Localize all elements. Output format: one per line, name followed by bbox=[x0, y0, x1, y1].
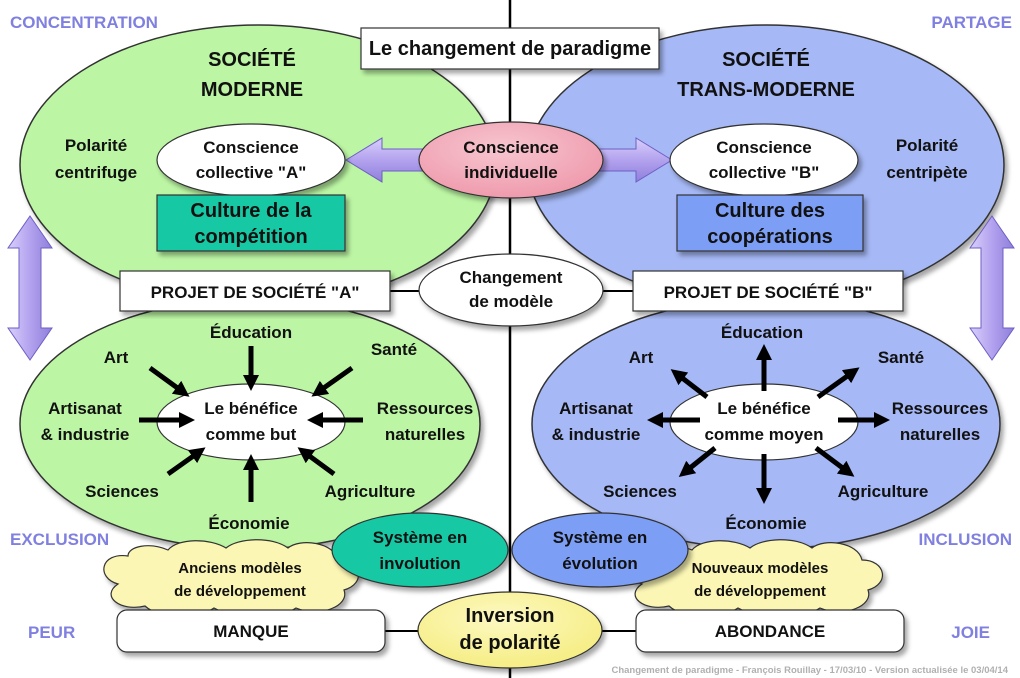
individual-conscience-line1: Conscience bbox=[463, 138, 558, 157]
project-b-label: PROJET DE SOCIÉTÉ "B" bbox=[664, 283, 873, 302]
corner-peur: PEUR bbox=[28, 623, 75, 642]
project-b-box bbox=[632, 270, 904, 312]
old-models-cloud bbox=[103, 539, 360, 617]
right-domain-economie: Économie bbox=[725, 514, 806, 533]
involution-system-ellipse bbox=[331, 512, 509, 588]
right-domain-sante: Santé bbox=[878, 348, 924, 367]
corner-joie: JOIE bbox=[951, 623, 990, 642]
left-domain-agriculture: Agriculture bbox=[325, 482, 416, 501]
benefit-goal-line2: comme but bbox=[206, 425, 297, 444]
evolution-system-ellipse bbox=[511, 512, 689, 588]
polarity-left-line2: centrifuge bbox=[55, 163, 137, 182]
polarity-inversion-ellipse bbox=[417, 591, 603, 669]
right-domain-art: Art bbox=[629, 348, 654, 367]
collective-conscience-a-ellipse bbox=[156, 123, 346, 197]
culture-cooperation-line2: coopérations bbox=[707, 226, 833, 248]
benefit-means-line1: Le bénéfice bbox=[717, 399, 811, 418]
culture-cooperation-box bbox=[676, 194, 864, 252]
left-domain-artisanat-line2: & industrie bbox=[41, 425, 130, 444]
manque-label: MANQUE bbox=[213, 622, 289, 641]
individual-conscience-ellipse bbox=[418, 121, 604, 199]
evolution-system-line2: évolution bbox=[562, 554, 638, 573]
abondance-box bbox=[635, 609, 905, 653]
abondance-label: ABONDANCE bbox=[715, 622, 826, 641]
left-domain-ressources-line2: naturelles bbox=[385, 425, 465, 444]
right-domain-ressources-line1: Ressources bbox=[892, 399, 988, 418]
modern-society-title-line2: MODERNE bbox=[201, 79, 303, 101]
model-change-line2: de modèle bbox=[469, 292, 553, 311]
old-models-line1: Anciens modèles bbox=[178, 560, 301, 577]
polarity-left-line1: Polarité bbox=[65, 136, 127, 155]
title-box bbox=[360, 27, 660, 70]
collective-conscience-b-line1: Conscience bbox=[716, 138, 811, 157]
left-inward-arrows bbox=[139, 346, 363, 502]
corner-exclusion: EXCLUSION bbox=[10, 530, 109, 549]
left-domain-artisanat-line1: Artisanat bbox=[48, 399, 122, 418]
left-domain-sante: Santé bbox=[371, 340, 417, 359]
collective-conscience-a-line2: collective "A" bbox=[196, 163, 307, 182]
left-domain-ressources-line1: Ressources bbox=[377, 399, 473, 418]
polarity-inversion-line1: Inversion bbox=[466, 605, 555, 627]
corner-concentration: CONCENTRATION bbox=[10, 13, 158, 32]
new-models-cloud bbox=[627, 539, 884, 617]
right-double-arrow bbox=[969, 215, 1015, 361]
right-domain-artisanat-line2: & industrie bbox=[552, 425, 641, 444]
model-change-line1: Changement bbox=[460, 268, 563, 287]
page-title: Le changement de paradigme bbox=[369, 38, 651, 60]
corner-partage: PARTAGE bbox=[931, 13, 1012, 32]
culture-competition-line2: compétition bbox=[194, 226, 307, 248]
polarity-right-line1: Polarité bbox=[896, 136, 958, 155]
new-models-line2: de développement bbox=[694, 583, 826, 600]
left-domain-economie: Économie bbox=[208, 514, 289, 533]
individual-conscience-line2: individuelle bbox=[464, 163, 558, 182]
benefit-means-line2: comme moyen bbox=[704, 425, 823, 444]
left-double-arrow bbox=[7, 215, 53, 361]
right-domain-ressources-line2: naturelles bbox=[900, 425, 980, 444]
benefit-goal-line1: Le bénéfice bbox=[204, 399, 298, 418]
transmodern-society-title-line2: TRANS-MODERNE bbox=[677, 79, 855, 101]
polarity-inversion-line2: de polarité bbox=[459, 632, 560, 654]
modern-society-title-line1: SOCIÉTÉ bbox=[208, 48, 296, 71]
culture-competition-line1: Culture de la bbox=[190, 200, 312, 222]
manque-box bbox=[116, 609, 386, 653]
culture-competition-box bbox=[156, 194, 346, 252]
left-domain-education: Éducation bbox=[210, 323, 292, 342]
culture-cooperation-line1: Culture des bbox=[715, 200, 825, 222]
left-domain-art: Art bbox=[104, 348, 129, 367]
collective-conscience-b-line2: collective "B" bbox=[709, 163, 820, 182]
right-domain-agriculture: Agriculture bbox=[838, 482, 929, 501]
left-domain-sciences: Sciences bbox=[85, 482, 159, 501]
collective-conscience-b-ellipse bbox=[669, 123, 859, 197]
project-a-label: PROJET DE SOCIÉTÉ "A" bbox=[151, 283, 360, 302]
right-domain-artisanat-line1: Artisanat bbox=[559, 399, 633, 418]
involution-system-line1: Système en bbox=[373, 528, 468, 547]
new-models-line1: Nouveaux modèles bbox=[692, 560, 829, 577]
right-domain-sciences: Sciences bbox=[603, 482, 677, 501]
involution-system-line2: involution bbox=[379, 554, 460, 573]
project-a-box bbox=[119, 270, 391, 312]
evolution-system-line1: Système en bbox=[553, 528, 648, 547]
transmodern-society-title-line1: SOCIÉTÉ bbox=[722, 48, 810, 71]
right-domain-education: Éducation bbox=[721, 323, 803, 342]
corner-inclusion: INCLUSION bbox=[919, 530, 1013, 549]
model-change-ellipse bbox=[418, 253, 604, 327]
polarity-right-line2: centripète bbox=[886, 163, 967, 182]
collective-conscience-a-line1: Conscience bbox=[203, 138, 298, 157]
right-outward-arrows bbox=[646, 343, 891, 505]
old-models-line2: de développement bbox=[174, 583, 306, 600]
footer-credit: Changement de paradigme - François Rouil… bbox=[611, 665, 1008, 676]
